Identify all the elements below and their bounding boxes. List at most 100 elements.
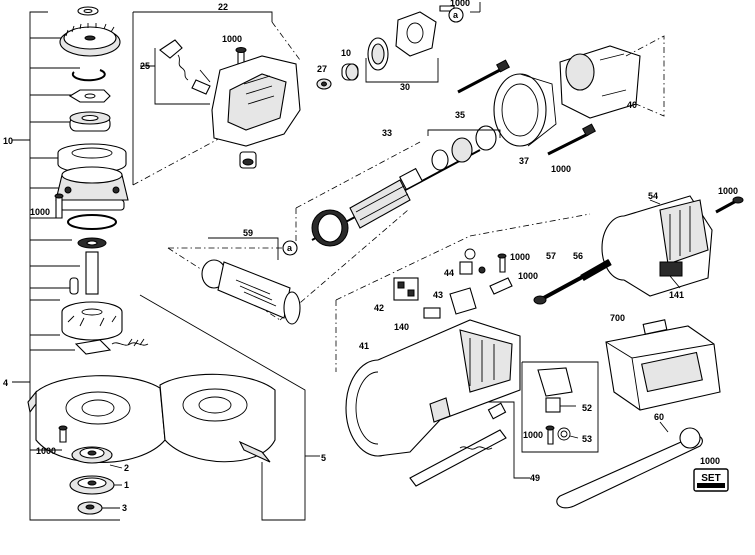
callout-4: 4 (3, 378, 8, 388)
bracket-30 (365, 2, 481, 83)
callout-2: 2 (124, 463, 129, 473)
lock-button-part (159, 39, 211, 95)
guard-bracket-lines (12, 294, 320, 521)
marker-a-top (448, 7, 464, 23)
callout-37: 37 (519, 156, 529, 166)
callout-10-left: 10 (3, 136, 13, 146)
callout-3: 3 (122, 503, 127, 513)
housing-screw (54, 193, 64, 219)
callout-49: 49 (530, 473, 540, 483)
callout-1000-mid2: 1000 (518, 271, 538, 281)
small-screw-mid (478, 266, 486, 274)
callout-1000-top-right: 1000 (450, 0, 470, 8)
cable-clamp-57 (489, 277, 513, 295)
suppressor-140 (423, 307, 441, 319)
set-badge: SET (693, 468, 729, 492)
callout-22: 22 (218, 2, 228, 12)
rear-screw (715, 196, 744, 214)
set-badge-label: SET (701, 473, 720, 484)
callout-59: 59 (243, 228, 253, 238)
callout-60: 60 (654, 412, 664, 422)
flange-leaders (102, 464, 123, 509)
long-screw-top (457, 59, 510, 94)
rear-handle-54 (601, 195, 713, 297)
marker-a-mid (282, 240, 298, 256)
callout-33: 33 (382, 128, 392, 138)
spanner-nut (77, 501, 103, 515)
bearing-30 (367, 37, 389, 71)
callout-27: 27 (317, 64, 327, 74)
field-coil-40 (559, 35, 665, 119)
callout-44: 44 (444, 268, 454, 278)
callout-1000-right: 1000 (718, 186, 738, 196)
callout-a-mid: a (287, 243, 293, 253)
callout-1000-top: 1000 (222, 34, 242, 44)
bushing-10 (341, 63, 359, 81)
gear-housing (55, 166, 129, 211)
guard-screw (58, 425, 68, 443)
callout-1000-mid: 1000 (510, 252, 530, 262)
circlip (71, 69, 106, 82)
gear-bearing (69, 111, 111, 132)
spindle (69, 251, 99, 295)
switch-43 (449, 287, 477, 315)
callout-700: 700 (610, 313, 625, 323)
fan-baffle-37 (493, 73, 557, 147)
spindle-flange (61, 301, 123, 341)
callout-52: 52 (582, 403, 592, 413)
callout-42: 42 (374, 303, 384, 313)
callout-1000-bottom-left: 1000 (36, 446, 56, 456)
lock-plate (68, 89, 111, 103)
callout-35: 35 (455, 110, 465, 120)
armature-33 (311, 149, 481, 247)
label-141 (659, 261, 683, 289)
callout-56: 56 (573, 251, 583, 261)
callout-54: 54 (648, 191, 658, 201)
gear-cover-housing (211, 55, 301, 169)
o-ring (67, 214, 117, 230)
side-handle-59 (201, 237, 301, 325)
callout-1: 1 (124, 480, 129, 490)
spindle-nut-top (77, 6, 99, 16)
wheel-guard-2 (159, 373, 276, 463)
spanner-60 (556, 421, 703, 509)
callout-1000-set: 1000 (700, 456, 720, 466)
callout-5: 5 (321, 453, 326, 463)
callout-40: 40 (627, 100, 637, 110)
brush-spring-44 (459, 248, 476, 275)
left-leader-lines (30, 37, 80, 351)
callout-25: 25 (140, 61, 150, 71)
callout-53: 53 (582, 434, 592, 444)
callout-141: 141 (669, 290, 684, 300)
brush-box (521, 361, 599, 453)
callout-30: 30 (400, 82, 410, 92)
bearing-35 (427, 125, 501, 171)
callout-10-bushing: 10 (341, 48, 351, 58)
inner-flange (71, 446, 113, 464)
switch-rod-49 (409, 397, 530, 487)
power-cord-56 (533, 258, 612, 305)
callout-1000-left: 1000 (30, 207, 50, 217)
bevel-gear (59, 23, 121, 57)
callout-a-top: a (453, 10, 459, 20)
cable-clamp-screw (497, 253, 507, 273)
nut-27 (316, 78, 332, 90)
callout-41: 41 (359, 341, 369, 351)
motor-housing-41 (345, 319, 521, 457)
spindle-lock (74, 338, 149, 355)
callout-1000-brush: 1000 (523, 430, 543, 440)
callout-57: 57 (546, 251, 556, 261)
callout-140: 140 (394, 322, 409, 332)
spindle-washer (77, 237, 107, 249)
callout-43: 43 (433, 290, 443, 300)
callout-1000-shaft: 1000 (551, 164, 571, 174)
outer-flange (69, 475, 115, 495)
capacitor-42 (393, 277, 419, 301)
carry-case-700 (605, 319, 721, 411)
housing-enclosure (335, 213, 591, 372)
long-screw-bottom (547, 123, 596, 156)
wheel-guard-1 (27, 375, 166, 463)
bearing-cap-30 (395, 5, 455, 57)
